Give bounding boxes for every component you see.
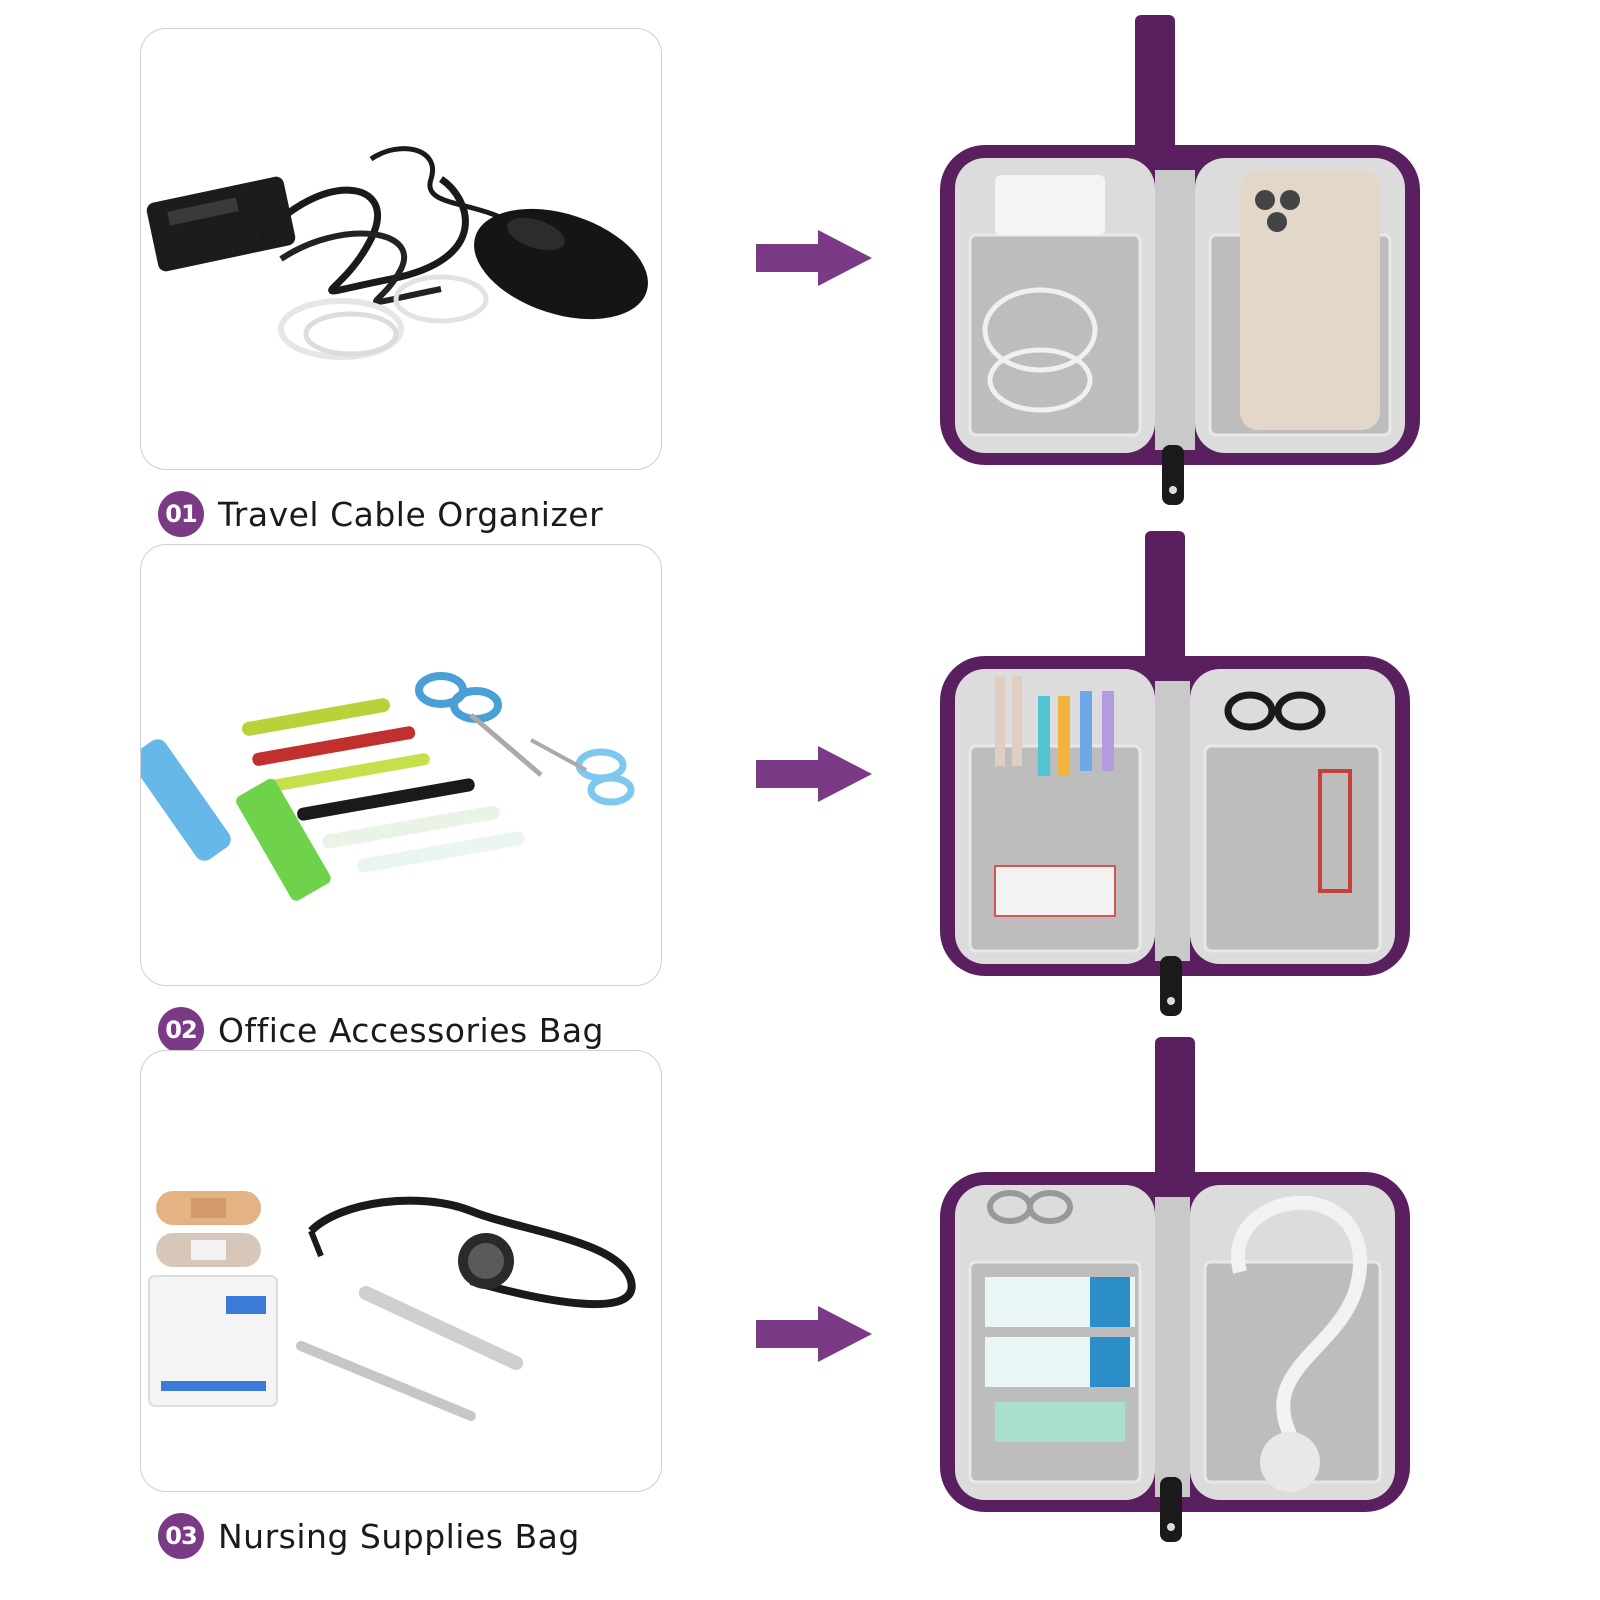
row-office-accessories-bag: 02 Office Accessories Bag [0,516,1600,1053]
caption-title: Travel Cable Organizer [218,494,604,534]
row-travel-cable-organizer: 01 Travel Cable Organizer [0,0,1600,537]
product-contents-photo [140,28,662,470]
organizer-bag-open [940,1037,1410,1542]
caption: 01 Travel Cable Organizer [158,490,603,538]
caption: 03 Nursing Supplies Bag [158,1512,580,1560]
caption: 02 Office Accessories Bag [158,1006,604,1054]
row-nursing-supplies-bag: 03 Nursing Supplies Bag [0,1022,1600,1559]
product-contents-photo [140,1050,662,1492]
caption-title: Office Accessories Bag [218,1010,605,1050]
cables-and-mouse-illustration [146,146,648,360]
number-badge: 03 [158,1513,204,1559]
organizer-bag-open [940,531,1410,1016]
organizer-bag-open [940,15,1420,505]
medical-supplies-illustration [148,1191,636,1421]
number-badge: 01 [158,491,204,537]
office-supplies-illustration [141,672,635,901]
number-badge: 02 [158,1007,204,1053]
product-contents-photo [140,544,662,986]
arrow-right-icon [756,230,872,286]
caption-title: Nursing Supplies Bag [218,1516,580,1556]
arrow-right-icon [756,746,872,802]
arrow-right-icon [756,1306,872,1362]
